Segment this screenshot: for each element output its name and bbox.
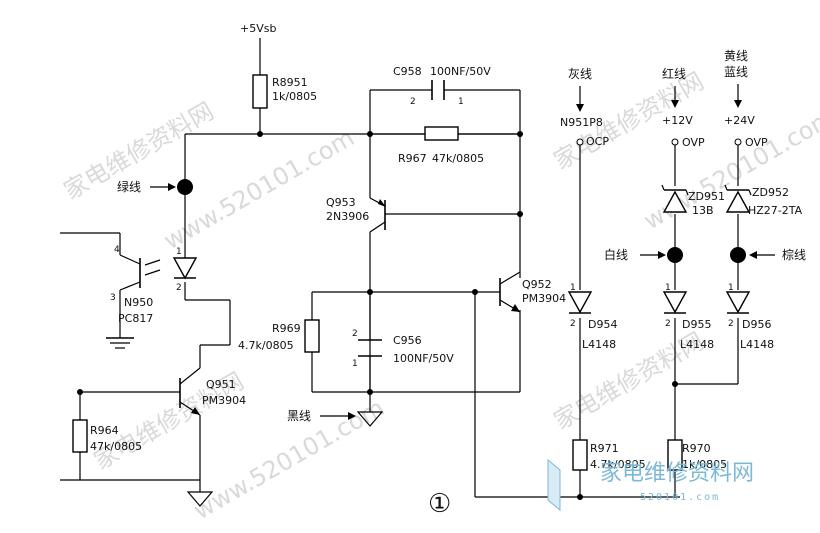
svg-text:+24V: +24V	[724, 114, 755, 127]
svg-text:13B: 13B	[692, 204, 714, 217]
diode-d955: 1 2 D955 L4148	[662, 283, 714, 351]
svg-text:C958: C958	[393, 65, 422, 78]
svg-text:L4148: L4148	[582, 338, 616, 351]
svg-text:4: 4	[114, 245, 120, 255]
svg-text:1k/0805: 1k/0805	[682, 458, 727, 471]
svg-text:L4148: L4148	[740, 338, 774, 351]
svg-text:1: 1	[665, 283, 671, 293]
svg-text:520101.com: 520101.com	[640, 492, 720, 503]
transistor-q951: Q951 PM3904	[179, 367, 246, 507]
svg-text:1: 1	[728, 283, 734, 293]
zener-zd952: ZD952 HZ27-2TA	[724, 184, 803, 217]
svg-text:1: 1	[352, 359, 358, 369]
svg-text:100NF/50V: 100NF/50V	[430, 65, 491, 78]
transistor-q953: Q953 2N3906	[326, 196, 386, 233]
svg-text:R971: R971	[590, 442, 619, 455]
svg-text:家电维修资料网: 家电维修资料网	[600, 461, 754, 486]
svg-text:1: 1	[570, 283, 576, 293]
svg-text:4.7k/0805: 4.7k/0805	[590, 458, 646, 471]
svg-text:1: 1	[458, 97, 464, 107]
svg-text:OVP: OVP	[745, 136, 768, 149]
svg-text:黑线: 黑线	[287, 409, 311, 423]
svg-text:Q952: Q952	[522, 278, 552, 291]
svg-text:2: 2	[410, 97, 416, 107]
svg-text:R970: R970	[682, 442, 711, 455]
svg-text:HZ27-2TA: HZ27-2TA	[748, 204, 803, 217]
capacitor-c958: C958 100NF/50V 2 1	[393, 65, 491, 107]
vsb-supply: +5Vsb	[240, 22, 276, 35]
svg-text:PM3904: PM3904	[202, 394, 246, 407]
resistor-r967: R967 47k/0805	[398, 126, 484, 165]
svg-text:D956: D956	[742, 318, 771, 331]
resistor-r971: R971 4.7k/0805	[572, 439, 646, 471]
svg-text:PC817: PC817	[118, 312, 153, 325]
svg-text:①: ①	[428, 489, 451, 519]
svg-text:白线: 白线	[604, 247, 628, 262]
svg-text:N950: N950	[124, 296, 153, 309]
optocoupler-n950: 4 3 1 2 N950 PC817	[106, 245, 198, 349]
svg-text:1: 1	[176, 247, 182, 257]
svg-text:2: 2	[570, 319, 576, 329]
svg-text:+12V: +12V	[662, 114, 693, 127]
svg-text:ZD951: ZD951	[688, 190, 725, 203]
white-wire-connection: 白线	[604, 247, 683, 263]
red-wire-12v: 红线 +12V OVP	[662, 66, 705, 149]
brown-wire-connection: 棕线	[730, 247, 806, 263]
svg-text:2: 2	[352, 329, 358, 339]
svg-text:2: 2	[665, 319, 671, 329]
svg-text:蓝线: 蓝线	[724, 65, 748, 79]
site-logo: 家电维修资料网 520101.com	[547, 458, 754, 512]
svg-text:D955: D955	[682, 318, 711, 331]
capacitor-c956: 2 1 C956 100NF/50V	[352, 329, 454, 369]
resistor-r970: R970 1k/0805	[667, 439, 727, 471]
svg-text:47k/0805: 47k/0805	[432, 152, 484, 165]
svg-text:3: 3	[110, 293, 116, 303]
gray-wire-ocp: 灰线 N951P8 OCP	[560, 67, 609, 148]
svg-text:红线: 红线	[662, 66, 686, 81]
svg-text:C956: C956	[393, 334, 422, 347]
svg-text:棕线: 棕线	[782, 247, 806, 262]
junction-dots	[77, 131, 678, 500]
svg-text:L4148: L4148	[680, 338, 714, 351]
figure-number: ①	[428, 489, 451, 519]
svg-text:2: 2	[176, 283, 182, 293]
svg-text:R969: R969	[272, 322, 301, 335]
svg-text:Q951: Q951	[206, 378, 236, 391]
svg-text:灰线: 灰线	[568, 67, 592, 81]
svg-text:100NF/50V: 100NF/50V	[393, 352, 454, 365]
svg-text:1k/0805: 1k/0805	[272, 90, 317, 103]
svg-text:+5Vsb: +5Vsb	[240, 22, 276, 35]
svg-text:D954: D954	[588, 318, 617, 331]
resistor-r951: R8951 1k/0805	[252, 74, 317, 109]
svg-text:4.7k/0805: 4.7k/0805	[238, 339, 294, 352]
black-wire-ground: 黑线	[287, 409, 384, 427]
svg-text:ZD952: ZD952	[752, 186, 789, 199]
green-wire-connection: 绿线	[117, 179, 193, 195]
svg-text:黄线: 黄线	[724, 49, 748, 63]
svg-text:47k/0805: 47k/0805	[90, 440, 142, 453]
yellow-blue-wire-24v: 黄线 蓝线 +24V OVP	[724, 49, 768, 149]
svg-text:2N3906: 2N3906	[326, 210, 369, 223]
diode-d954: 1 2 D954 L4148	[567, 283, 617, 351]
svg-text:绿线: 绿线	[117, 179, 141, 194]
transistor-q952: Q952 PM3904	[499, 271, 566, 313]
diode-d956: 1 2 D956 L4148	[725, 283, 774, 351]
svg-text:2: 2	[728, 319, 734, 329]
resistor-r964: R964 47k/0805	[72, 419, 142, 453]
zener-zd951: ZD951 13B	[661, 184, 725, 217]
resistor-r969: R969 4.7k/0805	[238, 319, 320, 353]
svg-text:N951P8: N951P8	[560, 116, 603, 129]
svg-text:Q953: Q953	[326, 196, 356, 209]
svg-text:OCP: OCP	[586, 135, 609, 148]
svg-text:OVP: OVP	[682, 136, 705, 149]
svg-text:R8951: R8951	[272, 76, 308, 89]
svg-text:R967: R967	[398, 152, 427, 165]
svg-text:R964: R964	[90, 424, 119, 437]
svg-text:PM3904: PM3904	[522, 292, 566, 305]
